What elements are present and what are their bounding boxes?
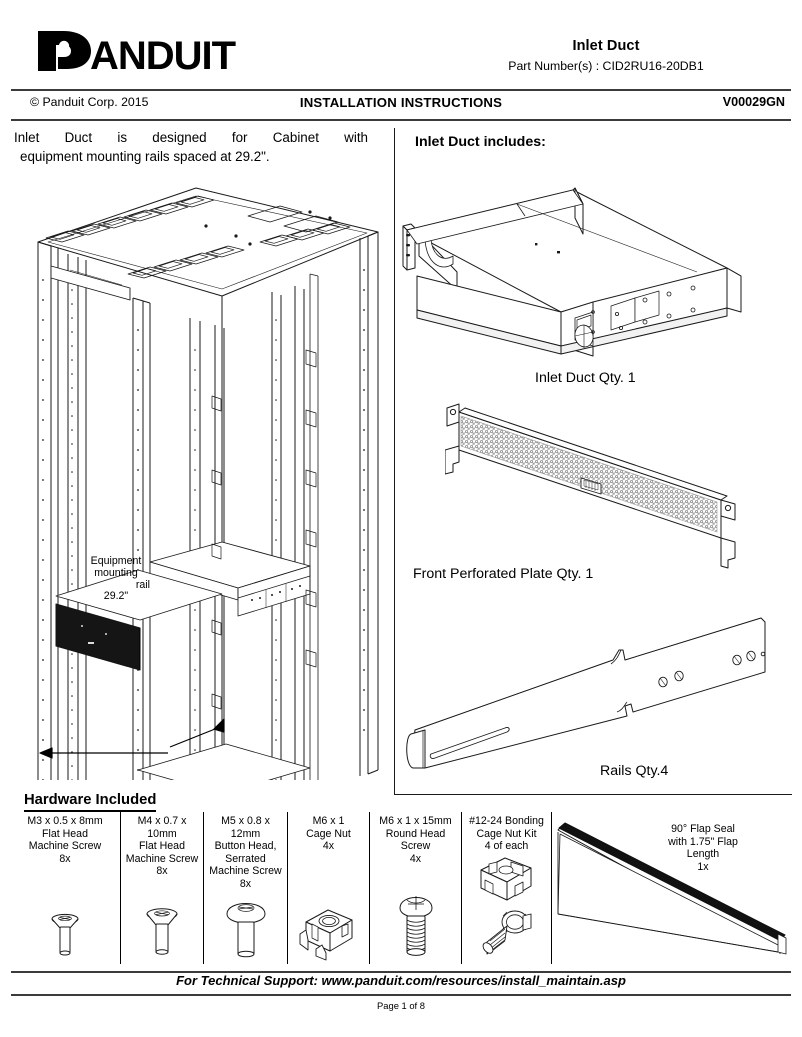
inlet-duct-drawing (397, 160, 793, 368)
front-perforated-plate-drawing (445, 400, 793, 572)
hw-line: 4x (409, 852, 422, 865)
hw-line: Cage Nut Kit (476, 827, 537, 840)
hardware-table: M3 x 0.5 x 8mm Flat Head Machine Screw 8… (10, 812, 792, 964)
cage-nut-icon (288, 900, 369, 962)
banner-rule-top (11, 89, 791, 91)
hw-line: 8x (239, 877, 252, 890)
hw-line: M4 x 0.7 x 10mm (137, 815, 187, 840)
banner-bar: © Panduit Corp. 2015 INSTALLATION INSTRU… (11, 92, 791, 118)
page-number: Page 1 of 8 (377, 1000, 425, 1011)
hw-line: Machine Screw (125, 852, 199, 865)
hardware-label: M5 x 0.8 x 12mm Button Head, Serrated Ma… (204, 812, 287, 891)
callout-line-4: 29.2" (103, 590, 129, 603)
hw-line: M6 x 1 x 15mm (379, 815, 452, 827)
hardware-item-m3-flat-head-screw: M3 x 0.5 x 8mm Flat Head Machine Screw 8… (10, 812, 120, 964)
hardware-item-flap-seal: 90° Flap Seal with 1.75" Flap Length 1x (551, 812, 792, 964)
callout-line-3: rail (135, 578, 150, 591)
hw-line: Button Head, (214, 840, 277, 853)
hw-line: M5 x 0.8 x 12mm (221, 815, 270, 840)
rails-caption: Rails Qty.4 (600, 763, 669, 779)
hardware-item-m5-button-head-screw: M5 x 0.8 x 12mm Button Head, Serrated Ma… (203, 812, 287, 964)
hw-line: Screw (400, 840, 431, 853)
part-numbers: Part Number(s) : CID2RU16-20DB1 (508, 59, 704, 73)
copyright-notice: © Panduit Corp. 2015 (30, 95, 149, 109)
hw-line: 1x (697, 860, 709, 873)
title-block: Inlet Duct Part Number(s) : CID2RU16-20D… (420, 38, 792, 74)
hw-line: Machine Screw (28, 840, 102, 853)
panduit-wordmark-logo: ANDUIT (34, 27, 246, 75)
intro-line-1: Inlet Duct is designed for Cabinet with (14, 130, 368, 145)
intro-paragraph: Inlet Duct is designed for Cabinet with … (14, 128, 368, 166)
hw-line: Round Head (385, 827, 446, 840)
hw-line: 8x (156, 865, 168, 878)
banner-rule-bottom (11, 119, 791, 121)
hw-line: Machine Screw (209, 865, 282, 878)
rails-drawing (405, 598, 793, 773)
hw-line: 90° Flap Seal (671, 823, 735, 835)
hw-line: Cage Nut (306, 827, 351, 840)
technical-support-line: For Technical Support: www.panduit.com/r… (176, 973, 626, 988)
flap-seal-icon (552, 814, 792, 960)
hw-line: 4x (322, 840, 335, 853)
hardware-included-title: Hardware Included (24, 792, 157, 812)
flat-head-machine-screw-icon (10, 910, 120, 962)
intro-line-2: equipment mounting rails spaced at 29.2"… (20, 149, 270, 164)
hardware-item-m4-flat-head-screw: M4 x 0.7 x 10mm Flat Head Machine Screw … (120, 812, 203, 964)
hardware-label: M6 x 1 x 15mm Round Head Screw 4x (370, 812, 461, 865)
page-header: ANDUIT Inlet Duct Part Number(s) : CID2R… (0, 0, 802, 88)
hw-line: 8x (59, 852, 71, 865)
cabinet-isometric-drawing (10, 170, 392, 780)
hw-line: #12-24 Bonding (469, 815, 544, 827)
callout-line-1: Equipment (90, 555, 142, 567)
inlet-duct-caption: Inlet Duct Qty. 1 (535, 370, 636, 386)
hw-line: M3 x 0.5 x 8mm (27, 815, 103, 827)
hw-line: Serrated (225, 852, 266, 865)
equipment-mounting-rail-callout: Equipment mounting rail 29.2" (78, 555, 154, 603)
hardware-label: 90° Flap Seal with 1.75" Flap Length 1x (626, 820, 780, 873)
hw-line: Flat Head (42, 827, 88, 840)
document-number: V00029GN (722, 95, 785, 109)
footer-rule-top (11, 971, 791, 973)
hardware-label: M4 x 0.7 x 10mm Flat Head Machine Screw … (121, 812, 203, 878)
svg-text:ANDUIT: ANDUIT (90, 34, 236, 75)
includes-title: Inlet Duct includes: (415, 134, 546, 150)
hw-line: M6 x 1 (312, 815, 345, 827)
document-title: Inlet Duct (572, 38, 640, 54)
flat-head-machine-screw-icon (121, 904, 203, 962)
bonding-cage-nut-kit-icon (462, 850, 551, 962)
callout-line-2: mounting (94, 566, 138, 579)
includes-panel: Inlet Duct includes: (394, 128, 792, 795)
hardware-item-bonding-cage-nut-kit: #12-24 Bonding Cage Nut Kit 4 of each (461, 812, 551, 964)
round-head-screw-icon (370, 890, 461, 962)
footer-rule-bottom (11, 994, 791, 996)
hw-line: 4 of each (484, 840, 529, 853)
front-perforated-plate-caption: Front Perforated Plate Qty. 1 (413, 566, 594, 582)
hardware-item-m6-round-head-screw: M6 x 1 x 15mm Round Head Screw 4x (369, 812, 461, 964)
button-head-serrated-screw-icon (204, 896, 287, 962)
hw-line: Flat Head (139, 840, 185, 853)
hardware-label: M3 x 0.5 x 8mm Flat Head Machine Screw 8… (10, 812, 120, 865)
hardware-item-m6-cage-nut: M6 x 1 Cage Nut 4x (287, 812, 369, 964)
hardware-label: M6 x 1 Cage Nut 4x (288, 812, 369, 853)
banner-heading: INSTALLATION INSTRUCTIONS (299, 95, 503, 110)
hw-line: with 1.75" Flap (668, 835, 738, 848)
hardware-label: #12-24 Bonding Cage Nut Kit 4 of each (462, 812, 551, 853)
hw-line: Length (686, 848, 720, 861)
